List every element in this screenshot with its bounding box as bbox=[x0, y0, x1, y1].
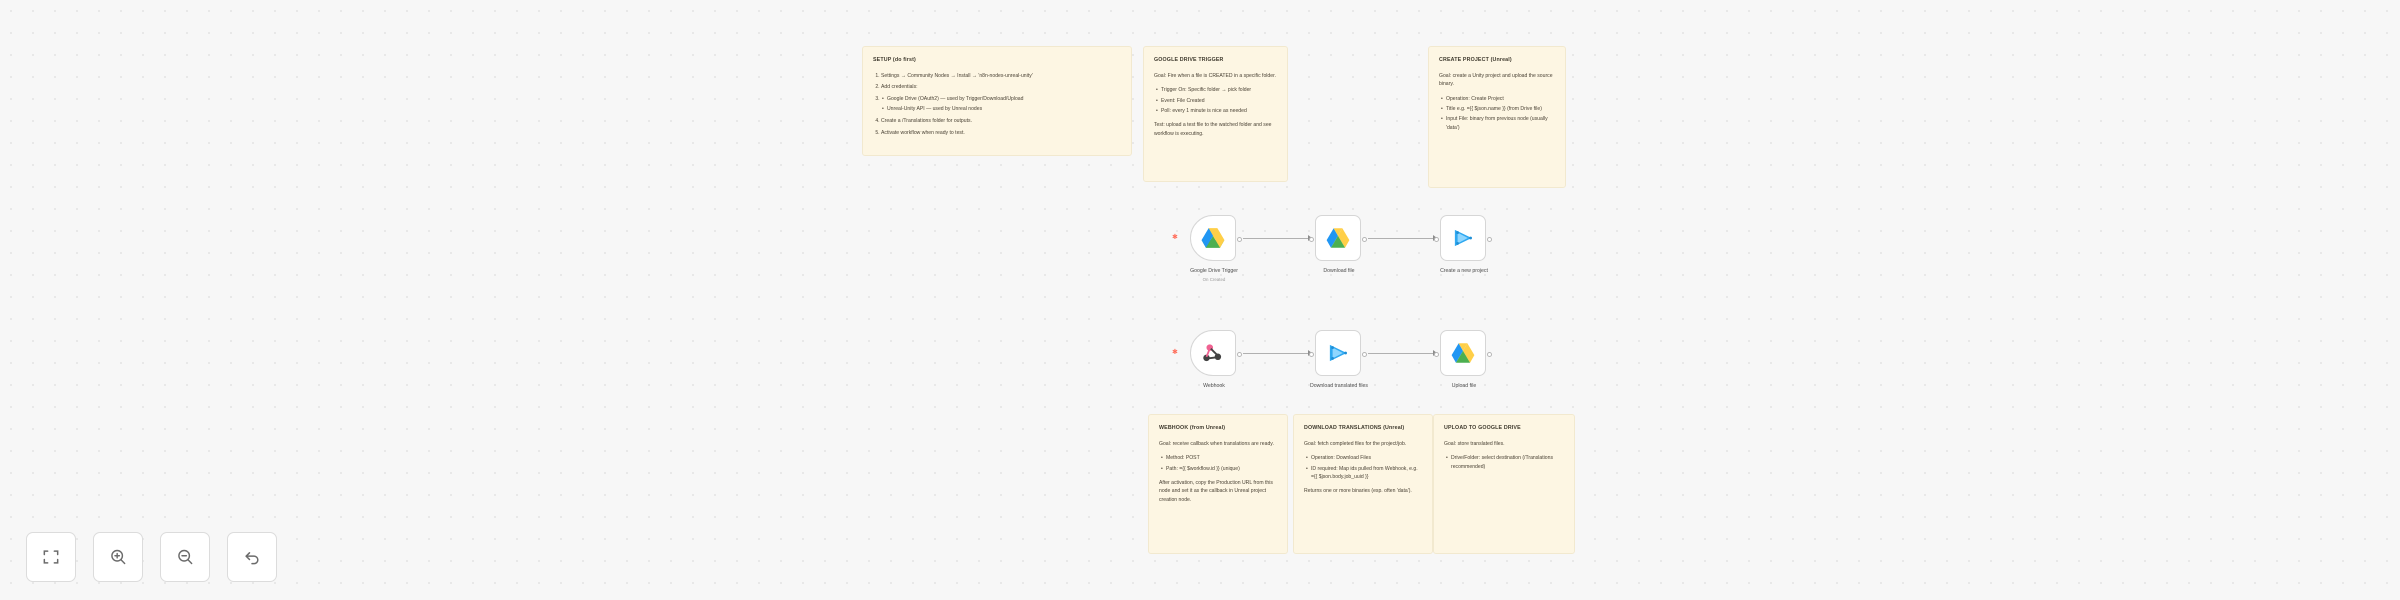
sticky-bullet: Trigger On: Specific folder → pick folde… bbox=[1156, 86, 1277, 95]
sticky-bullet-list: Trigger On: Specific folder → pick folde… bbox=[1154, 86, 1277, 116]
sticky-bullet: Method: POST bbox=[1161, 454, 1277, 463]
sticky-tail: After activation, copy the Production UR… bbox=[1159, 479, 1273, 503]
setup-substeps: Google Drive (OAuth2) — used by Trigger/… bbox=[881, 95, 1121, 114]
sticky-bullet-list: Operation: Create Project Title e.g. ={{… bbox=[1439, 95, 1555, 133]
canvas-controls-toolbar bbox=[26, 532, 277, 582]
node-output-port[interactable] bbox=[1237, 237, 1242, 242]
connector-wire[interactable] bbox=[1243, 238, 1311, 239]
sticky-note-webhook[interactable]: WEBHOOK (from Unreal) Goal: receive call… bbox=[1148, 414, 1288, 554]
reset-zoom-button[interactable] bbox=[227, 532, 277, 582]
setup-substep: Google Drive (OAuth2) — used by Trigger/… bbox=[882, 95, 1121, 104]
sticky-bullet-list: Method: POST Path: ={{ $workflow.id }} (… bbox=[1159, 454, 1277, 473]
sticky-title: WEBHOOK (from Unreal) bbox=[1159, 425, 1226, 431]
sticky-bullet: ID required: Map ids pulled from Webhook… bbox=[1306, 465, 1422, 482]
sticky-bullet: Poll: every 1 minute is nice as needed bbox=[1156, 107, 1277, 116]
node-label-text: Download file bbox=[1323, 268, 1355, 274]
connector-wire[interactable] bbox=[1243, 353, 1311, 354]
sticky-title: GOOGLE DRIVE TRIGGER bbox=[1154, 57, 1224, 63]
node-output-port[interactable] bbox=[1237, 352, 1242, 357]
sticky-goal: Goal: fetch completed files for the proj… bbox=[1304, 440, 1407, 447]
sticky-goal: Goal: Fire when a file is CREATED in a s… bbox=[1154, 72, 1276, 79]
node-upload-file[interactable]: Upload file bbox=[1434, 330, 1492, 389]
sticky-bullet: Drive/Folder: select destination (/Trans… bbox=[1446, 454, 1564, 471]
setup-step-list: Settings → Community Nodes → Install → '… bbox=[873, 72, 1121, 137]
sticky-tail: Test: upload a test file to the watched … bbox=[1154, 122, 1272, 137]
setup-step: Create a /Translations folder for output… bbox=[881, 117, 1121, 125]
fit-view-icon bbox=[43, 550, 59, 564]
webhook-icon bbox=[1203, 344, 1222, 362]
sticky-goal: Goal: receive callback when translations… bbox=[1159, 440, 1274, 447]
setup-substep: Unreal-Unity API — used by Unreal nodes bbox=[882, 105, 1121, 114]
node-label: Webhook bbox=[1162, 383, 1266, 391]
node-output-port[interactable] bbox=[1487, 237, 1492, 242]
sticky-bullet: Input File: binary from previous node (u… bbox=[1441, 115, 1555, 132]
node-input-port[interactable] bbox=[1434, 237, 1439, 242]
sticky-note-google-drive-trigger[interactable]: GOOGLE DRIVE TRIGGER Goal: Fire when a f… bbox=[1143, 46, 1288, 182]
node-label-text: Create a new project bbox=[1440, 268, 1488, 274]
node-label: Create a new project bbox=[1412, 268, 1516, 276]
sticky-tail: Returns one or more binaries (esp. often… bbox=[1304, 488, 1412, 495]
sticky-note-upload-to-drive[interactable]: UPLOAD TO GOOGLE DRIVE Goal: store trans… bbox=[1433, 414, 1575, 554]
sticky-bullet-list: Operation: Download Files ID required: M… bbox=[1304, 454, 1422, 481]
sticky-bullet: Operation: Create Project bbox=[1441, 95, 1555, 104]
zoom-out-button[interactable] bbox=[160, 532, 210, 582]
node-label: Download translated files bbox=[1287, 383, 1391, 391]
trigger-indicator-icon: ✱ bbox=[1172, 234, 1178, 241]
unreal-unity-icon bbox=[1329, 344, 1347, 362]
unreal-unity-icon bbox=[1454, 229, 1472, 247]
node-input-port[interactable] bbox=[1309, 237, 1314, 242]
node-label: Upload file bbox=[1412, 383, 1516, 391]
zoom-in-icon bbox=[111, 549, 126, 565]
google-drive-icon bbox=[1451, 343, 1475, 363]
sticky-note-setup[interactable]: SETUP (do first) Settings → Community No… bbox=[862, 46, 1132, 156]
sticky-note-create-project[interactable]: CREATE PROJECT (Unreal) Goal: create a U… bbox=[1428, 46, 1566, 188]
google-drive-icon bbox=[1326, 228, 1350, 248]
sticky-note-download-translations[interactable]: DOWNLOAD TRANSLATIONS (Unreal) Goal: fet… bbox=[1293, 414, 1433, 554]
sticky-bullet: Path: ={{ $workflow.id }} (unique) bbox=[1161, 465, 1277, 474]
sticky-bullet-list: Drive/Folder: select destination (/Trans… bbox=[1444, 454, 1564, 471]
node-output-port[interactable] bbox=[1362, 237, 1367, 242]
node-label: Download file bbox=[1287, 268, 1391, 276]
sticky-title: UPLOAD TO GOOGLE DRIVE bbox=[1444, 425, 1521, 431]
setup-step: Settings → Community Nodes → Install → '… bbox=[881, 72, 1121, 80]
undo-arrow-icon bbox=[245, 552, 259, 565]
sticky-bullet: Operation: Download Files bbox=[1306, 454, 1422, 463]
connector-wire[interactable] bbox=[1368, 238, 1436, 239]
sticky-goal: Goal: create a Unity project and upload … bbox=[1439, 72, 1553, 88]
sticky-title: DOWNLOAD TRANSLATIONS (Unreal) bbox=[1304, 425, 1405, 431]
node-download-translated-files[interactable]: Download translated files bbox=[1309, 330, 1368, 389]
node-label-text: Download translated files bbox=[1310, 383, 1368, 389]
node-label-text: Upload file bbox=[1451, 383, 1477, 389]
node-label: Google Drive Trigger On Created bbox=[1162, 268, 1266, 283]
zoom-out-icon bbox=[178, 549, 193, 565]
sticky-bullet: Title e.g. ={{ $json.name }} (from Drive… bbox=[1441, 105, 1555, 114]
node-sublabel-text: On Created bbox=[1202, 276, 1226, 282]
node-output-port[interactable] bbox=[1362, 352, 1367, 357]
google-drive-icon bbox=[1201, 228, 1225, 248]
node-input-port[interactable] bbox=[1309, 352, 1314, 357]
connector-wire[interactable] bbox=[1368, 353, 1436, 354]
trigger-indicator-icon: ✱ bbox=[1172, 349, 1178, 356]
setup-step: Add credentials: bbox=[881, 83, 1121, 91]
sticky-goal: Goal: store translated files. bbox=[1444, 440, 1505, 447]
zoom-in-button[interactable] bbox=[93, 532, 143, 582]
sticky-title: SETUP (do first) bbox=[873, 57, 916, 63]
sticky-title: CREATE PROJECT (Unreal) bbox=[1439, 57, 1512, 63]
node-input-port[interactable] bbox=[1434, 352, 1439, 357]
node-google-drive-trigger[interactable]: Google Drive Trigger On Created bbox=[1190, 215, 1242, 282]
fit-to-view-button[interactable] bbox=[26, 532, 76, 582]
node-webhook[interactable]: Webhook bbox=[1190, 330, 1242, 389]
node-label-text: Webhook bbox=[1203, 383, 1225, 389]
node-create-a-new-project[interactable]: Create a new project bbox=[1434, 215, 1492, 274]
node-label-text: Google Drive Trigger bbox=[1190, 268, 1238, 274]
setup-step: Activate workflow when ready to test. bbox=[881, 129, 1121, 137]
node-download-file[interactable]: Download file bbox=[1309, 215, 1367, 274]
node-output-port[interactable] bbox=[1487, 352, 1492, 357]
sticky-bullet: Event: File Created bbox=[1156, 97, 1277, 106]
